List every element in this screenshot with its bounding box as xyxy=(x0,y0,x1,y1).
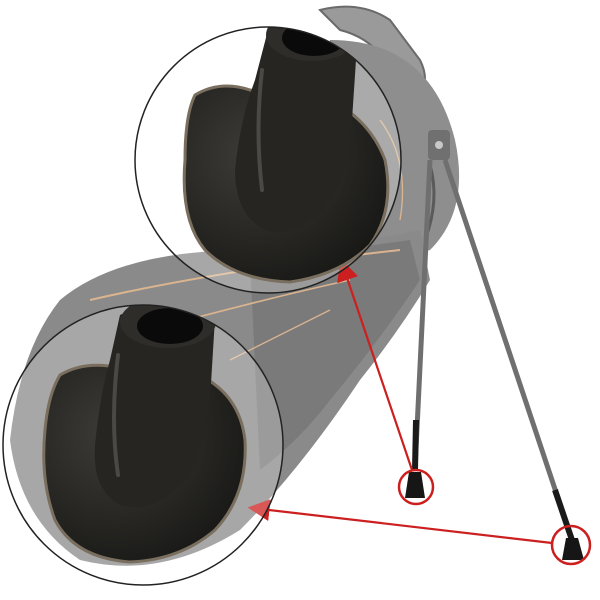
bag-shade xyxy=(250,240,420,470)
zoom-circle-top xyxy=(134,26,402,294)
rubber-foot-tube-top xyxy=(235,27,358,232)
leg-right-grip xyxy=(552,489,575,541)
foot-left xyxy=(405,472,425,498)
bag-trim-4 xyxy=(379,119,404,221)
stand-leg-left xyxy=(412,159,433,471)
callout-arrow-top xyxy=(337,258,414,471)
callout-arrow-bottom xyxy=(247,499,553,545)
rubber-foot-highlight-top xyxy=(256,68,264,192)
foot-right xyxy=(562,538,584,560)
zoom-circle-bottom xyxy=(2,304,284,586)
rubber-foot-tube-bottom xyxy=(94,305,215,508)
stand-leg-right xyxy=(442,159,575,541)
leg-left-grip xyxy=(412,419,419,471)
foot-right-callout-ring xyxy=(550,524,592,566)
bracket-bolt xyxy=(435,141,443,149)
foot-left-callout-ring xyxy=(397,468,435,506)
bag-trim-3 xyxy=(229,309,331,361)
zoom-ring-top xyxy=(134,26,402,294)
rubber-foot-hole-bottom xyxy=(137,308,203,344)
zoom-ring-bottom xyxy=(2,304,284,586)
stand-legs xyxy=(405,159,584,560)
rubber-foot-highlight-bottom xyxy=(112,353,120,477)
